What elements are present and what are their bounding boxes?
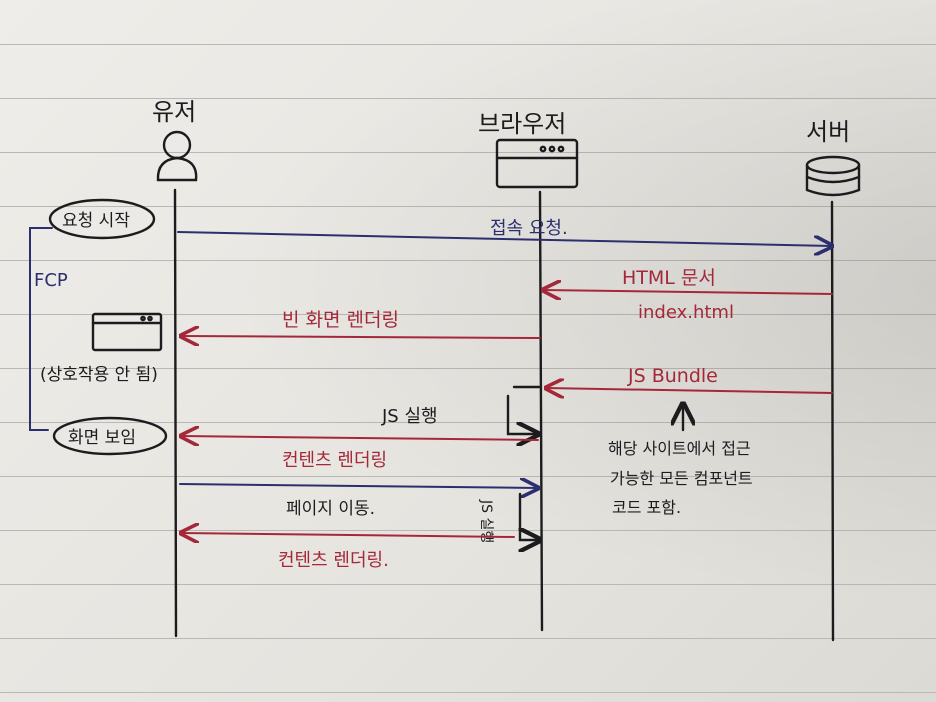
content-render-label-2: 컨텐츠 렌더링.: [278, 550, 389, 571]
note-line-1: 해당 사이트에서 접근: [608, 439, 751, 458]
content-render-arrow-2: [181, 533, 515, 537]
fcp-label: FCP: [34, 270, 68, 291]
actor-server-label: 서버: [806, 118, 850, 146]
note-line-2: 가능한 모든 컴포넌트: [610, 469, 753, 488]
request-start-circle: [48, 198, 156, 240]
fcp-bracket: [29, 227, 53, 431]
js-exec-bracket: [506, 394, 538, 434]
js-bundle-label: JS Bundle: [627, 365, 718, 387]
js-exec-label: JS 실행: [381, 406, 438, 427]
screen-view-label: 화면 보임: [68, 428, 136, 448]
browser-window-icon: [495, 138, 579, 189]
content-render-arrow-1: [181, 436, 539, 440]
html-doc-label: HTML 문서: [622, 267, 716, 289]
lifeline-server: [830, 200, 835, 642]
request-start-label: 요청 시작: [62, 211, 130, 231]
database-icon: [805, 155, 861, 197]
js-bundle-arrow: [546, 388, 833, 393]
page-move-arrow: [179, 484, 538, 488]
actor-browser-label: 브라우저: [478, 110, 566, 138]
js-exec-vertical-label: JS 실행: [478, 499, 494, 543]
lifeline-browser: [538, 190, 544, 632]
js-exec-bracket-2: [520, 492, 540, 540]
page-move-label: 페이지 이동.: [286, 499, 375, 519]
mini-browser-icon: [91, 312, 163, 352]
content-render-label-1: 컨텐츠 렌더링: [282, 450, 387, 471]
html-doc-arrow: [543, 290, 833, 294]
actor-user-label: 유저: [152, 98, 196, 126]
access-request-label: 접속 요청.: [490, 218, 568, 239]
access-request-arrow: [177, 231, 832, 246]
empty-render-arrow: [181, 336, 541, 338]
note-line-3: 코드 포함.: [612, 498, 681, 517]
no-interaction-label: (상호작용 안 됨): [40, 365, 158, 385]
empty-render-label: 빈 화면 렌더링: [282, 309, 399, 331]
screen-view-circle: [52, 416, 168, 456]
lifeline-user: [173, 188, 178, 638]
person-icon: [156, 130, 198, 182]
index-html-label: index.html: [638, 302, 734, 323]
